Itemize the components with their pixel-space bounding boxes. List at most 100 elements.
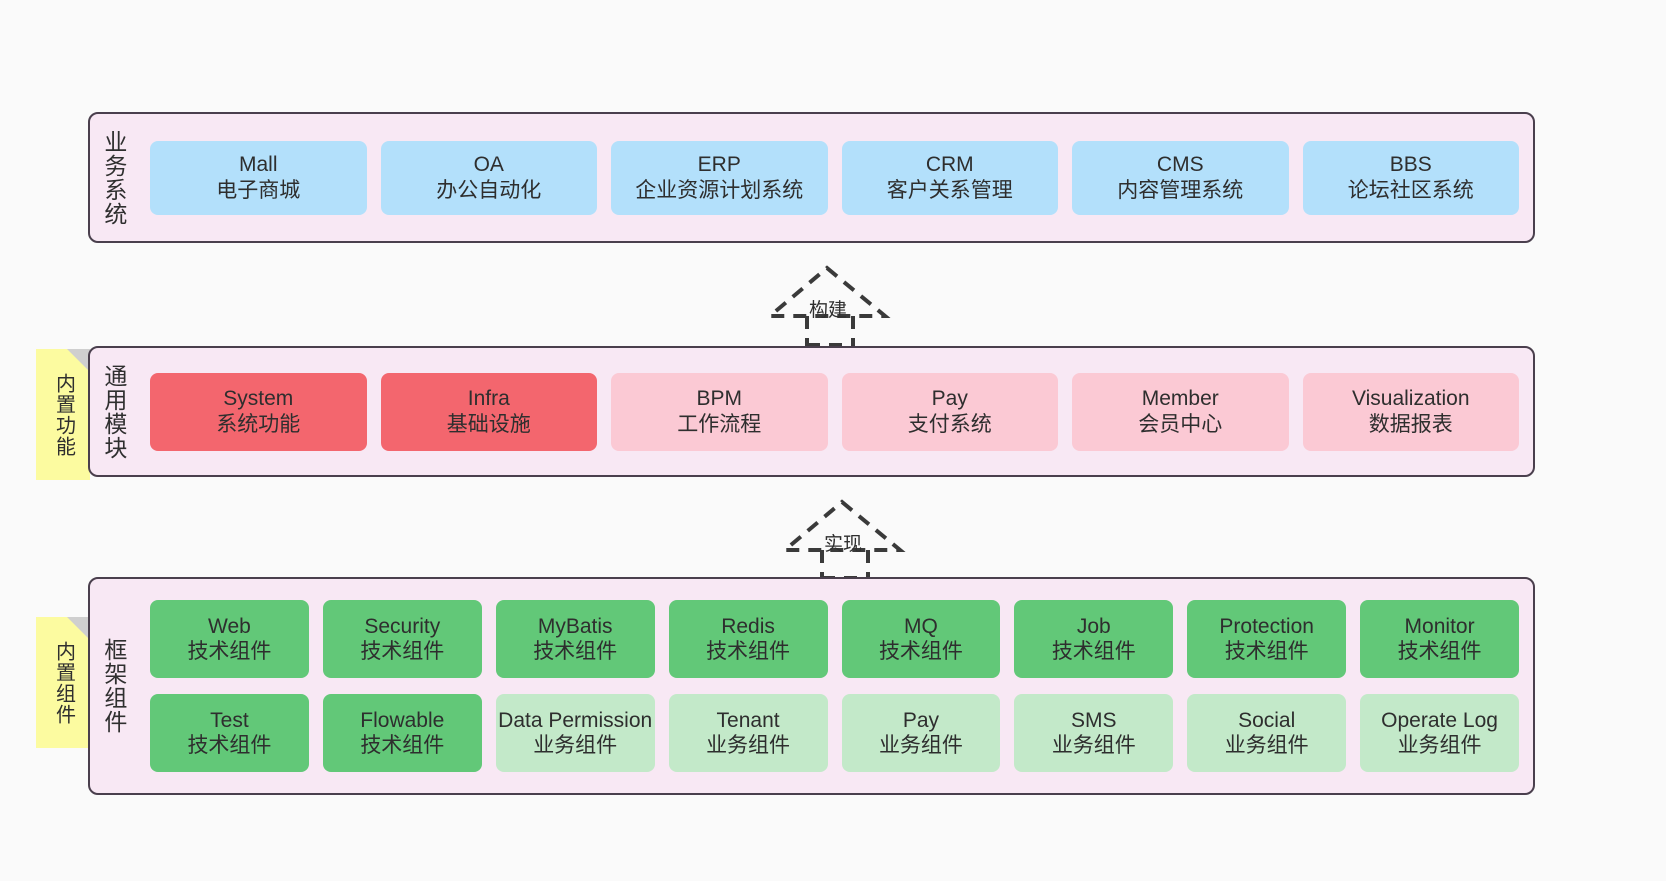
card-crm[interactable]: CRM 客户关系管理	[841, 140, 1058, 215]
card-monitor[interactable]: Monitor 技术组件	[1360, 600, 1519, 678]
card-title: Monitor	[1404, 614, 1475, 638]
card-subtitle: 业务组件	[533, 734, 618, 757]
card-title: CRM	[925, 153, 974, 177]
card-subtitle: 办公自动化	[436, 178, 542, 202]
card-title: MyBatis	[537, 614, 613, 638]
card-title: Member	[1141, 387, 1219, 411]
card-pay-component[interactable]: Pay 业务组件	[841, 694, 1001, 772]
card-title: System	[223, 387, 294, 411]
card-subtitle: 业务组件	[1051, 734, 1136, 757]
card-protection[interactable]: Protection 技术组件	[1187, 600, 1347, 678]
card-subtitle: 技术组件	[1397, 640, 1482, 663]
card-flowable[interactable]: Flowable 技术组件	[322, 694, 482, 772]
connector-build: 构建	[745, 258, 935, 348]
card-subtitle: 业务组件	[706, 734, 791, 757]
card-sms[interactable]: SMS 业务组件	[1014, 694, 1174, 772]
layer-business-system-label: 业务系统	[100, 129, 127, 226]
card-title: Visualization	[1351, 387, 1470, 411]
card-mybatis[interactable]: MyBatis 技术组件	[495, 600, 655, 678]
layer-business-system-body: Mall 电子商城 OA 办公自动化 ERP 企业资源计划系统 CRM 客户关系…	[136, 114, 1533, 241]
connector-build-stem-base	[807, 343, 855, 347]
card-title: Web	[208, 614, 251, 638]
card-title: OA	[473, 153, 504, 177]
card-infra[interactable]: Infra 基础设施	[380, 372, 597, 451]
card-subtitle: 技术组件	[360, 734, 445, 757]
card-title: Security	[364, 614, 441, 638]
card-test[interactable]: Test 技术组件	[150, 694, 309, 772]
note-builtin-components-label: 内置组件	[52, 640, 75, 725]
connector-build-arrow	[764, 265, 891, 348]
layer-business-system: 业务系统 Mall 电子商城 OA 办公自动化 ERP 企业资源计划系统 CRM…	[88, 112, 1535, 243]
card-social[interactable]: Social 业务组件	[1187, 694, 1347, 772]
card-web[interactable]: Web 技术组件	[150, 600, 309, 678]
card-system[interactable]: System 系统功能	[150, 372, 367, 451]
card-subtitle: 论坛社区系统	[1347, 178, 1474, 202]
card-subtitle: 技术组件	[360, 640, 445, 663]
card-title: Pay	[902, 708, 940, 732]
connector-build-stem-end	[745, 325, 935, 347]
note-builtin-components: 内置组件	[36, 617, 90, 748]
card-subtitle: 业务组件	[1397, 734, 1482, 757]
card-bbs[interactable]: BBS 论坛社区系统	[1302, 140, 1519, 215]
card-title: Redis	[721, 614, 775, 638]
card-subtitle: 会员中心	[1138, 412, 1223, 436]
card-tenant[interactable]: Tenant 业务组件	[668, 694, 828, 772]
card-subtitle: 支付系统	[907, 412, 992, 436]
card-subtitle: 电子商城	[216, 178, 301, 202]
card-cms[interactable]: CMS 内容管理系统	[1072, 140, 1289, 215]
card-subtitle: 内容管理系统	[1117, 178, 1244, 202]
card-subtitle: 技术组件	[187, 734, 272, 757]
card-visualization[interactable]: Visualization 数据报表	[1302, 372, 1519, 451]
layer-framework-component-body: Web 技术组件 Security 技术组件 MyBatis 技术组件 Redi…	[136, 579, 1533, 793]
card-title: Flowable	[360, 708, 445, 732]
card-row: System 系统功能 Infra 基础设施 BPM 工作流程 Pay 支付系统…	[150, 372, 1519, 451]
card-mq[interactable]: MQ 技术组件	[841, 600, 1001, 678]
card-pay-module[interactable]: Pay 支付系统	[841, 372, 1058, 451]
connector-build-label: 构建	[809, 300, 848, 321]
card-data-permission[interactable]: Data Permission 业务组件	[495, 694, 655, 772]
card-job[interactable]: Job 技术组件	[1014, 600, 1174, 678]
card-subtitle: 数据报表	[1368, 412, 1453, 436]
card-subtitle: 技术组件	[1051, 640, 1136, 663]
card-title: Protection	[1219, 614, 1314, 638]
card-oa[interactable]: OA 办公自动化	[380, 140, 597, 215]
card-subtitle: 系统功能	[216, 412, 301, 436]
card-subtitle: 技术组件	[1224, 640, 1309, 663]
card-member[interactable]: Member 会员中心	[1072, 372, 1289, 451]
card-subtitle: 基础设施	[446, 412, 531, 436]
card-security[interactable]: Security 技术组件	[322, 600, 482, 678]
card-title: Data Permission	[498, 708, 653, 732]
card-subtitle: 客户关系管理	[886, 178, 1013, 202]
card-subtitle: 企业资源计划系统	[635, 178, 804, 202]
layer-framework-component: 框架组件 Web 技术组件 Security 技术组件 MyBatis 技术组件…	[88, 577, 1535, 795]
card-title: ERP	[697, 153, 741, 177]
card-title: Job	[1076, 614, 1111, 638]
card-title: BBS	[1389, 153, 1432, 177]
card-subtitle: 业务组件	[1224, 734, 1309, 757]
connector-implement-label: 实现	[824, 534, 863, 555]
layer-common-module-label: 通用模块	[100, 363, 127, 460]
layer-framework-component-label: 框架组件	[100, 638, 127, 734]
card-title: Infra	[467, 387, 510, 411]
card-subtitle: 工作流程	[677, 412, 762, 436]
note-builtin-functions-label: 内置功能	[52, 372, 75, 457]
card-subtitle: 技术组件	[187, 640, 272, 663]
note-builtin-functions: 内置功能	[36, 349, 90, 480]
card-title: Social	[1238, 708, 1296, 732]
card-title: Operate Log	[1381, 708, 1498, 732]
card-subtitle: 技术组件	[533, 640, 618, 663]
card-title: Tenant	[716, 708, 780, 732]
card-title: Test	[210, 708, 249, 732]
card-row: Test 技术组件 Flowable 技术组件 Data Permission …	[150, 694, 1519, 772]
layer-common-module-body: System 系统功能 Infra 基础设施 BPM 工作流程 Pay 支付系统…	[136, 348, 1533, 475]
card-bpm[interactable]: BPM 工作流程	[611, 372, 828, 451]
layer-common-module: 通用模块 System 系统功能 Infra 基础设施 BPM 工作流程 Pay…	[88, 346, 1535, 477]
card-operate-log[interactable]: Operate Log 业务组件	[1360, 694, 1519, 772]
card-erp[interactable]: ERP 企业资源计划系统	[611, 140, 828, 215]
connector-implement: 实现	[760, 492, 950, 582]
card-title: Mall	[238, 153, 278, 177]
card-redis[interactable]: Redis 技术组件	[668, 600, 828, 678]
card-title: Pay	[931, 387, 968, 411]
card-mall[interactable]: Mall 电子商城	[150, 140, 367, 215]
card-subtitle: 业务组件	[878, 734, 963, 757]
